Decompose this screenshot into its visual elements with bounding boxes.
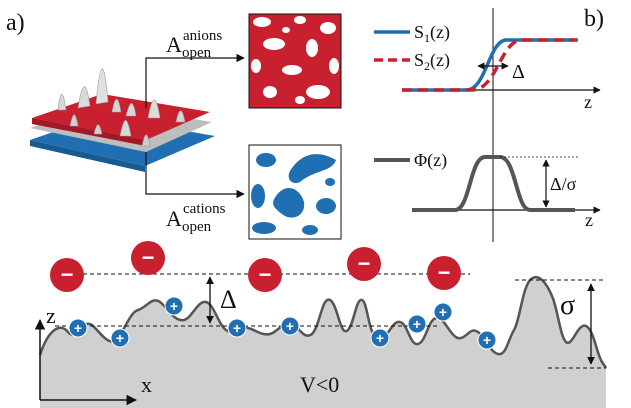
cations-label-base: A: [166, 206, 182, 231]
delta-label: Δ: [220, 285, 237, 314]
svg-text:−: −: [358, 251, 371, 276]
anions-label: A anions open: [166, 28, 222, 61]
cation: +: [110, 328, 130, 348]
svg-text:+: +: [413, 316, 421, 332]
sigma-label: σ: [560, 290, 575, 321]
top-plot-z-label: z: [584, 92, 592, 112]
svg-text:−: −: [259, 262, 272, 287]
s2-curve: [402, 38, 575, 92]
bottom-plot-z-label: z: [585, 210, 593, 230]
x-axis-label: x: [141, 372, 152, 397]
cation: +: [164, 296, 184, 316]
phi-curve: [412, 155, 575, 212]
z-axis-label: z: [46, 303, 56, 328]
surface-outline: [38, 275, 608, 369]
svg-text:+: +: [286, 318, 294, 334]
anion: −: [347, 247, 381, 281]
cation: +: [227, 318, 247, 338]
top-delta-label: Δ: [512, 61, 525, 83]
anion: −: [50, 258, 84, 292]
coordinate-axes: z x: [34, 303, 152, 406]
svg-text:+: +: [170, 298, 178, 314]
anion: −: [131, 241, 165, 275]
cation: +: [407, 314, 427, 334]
connector-lines: [145, 53, 245, 199]
rough-surface: [38, 275, 608, 408]
potential-label: V<0: [300, 372, 339, 397]
svg-text:−: −: [438, 260, 451, 285]
cations-label-sub: open: [182, 219, 212, 235]
svg-text:+: +: [233, 320, 241, 336]
legend-s2-label: S2(z): [414, 50, 450, 73]
anions-label-base: A: [166, 32, 182, 57]
cation: +: [68, 318, 88, 338]
anion: −: [427, 256, 461, 290]
order-parameter-plot: z Δ S1(z) S2(z): [374, 22, 601, 112]
svg-text:+: +: [74, 320, 82, 336]
panel-a-label: a): [6, 10, 25, 36]
anions-open-area-map: [248, 13, 342, 109]
cations-open-area-map: [248, 144, 342, 240]
svg-text:+: +: [116, 330, 124, 346]
surface-fill: [40, 277, 606, 408]
legend-phi-label: Φ(z): [414, 150, 447, 171]
anions-label-sub: open: [182, 45, 212, 61]
cations-label-sup: cations: [183, 201, 226, 217]
cations-label: A cations open: [166, 201, 226, 235]
phi-plot: z Δ/σ Φ(z): [374, 150, 601, 230]
svg-text:−: −: [142, 245, 155, 270]
anion: −: [248, 258, 282, 292]
delta-over-sigma-label: Δ/σ: [550, 174, 577, 194]
svg-text:+: +: [439, 304, 447, 320]
cation: +: [477, 330, 497, 350]
surface-3d-illustration: [30, 68, 215, 172]
panel-b-label: b): [584, 6, 604, 32]
cations: + + + + + + + + +: [68, 296, 497, 350]
cation: +: [280, 316, 300, 336]
reference-lines: [55, 273, 606, 369]
svg-text:+: +: [376, 330, 384, 346]
anions: − − − − −: [50, 241, 461, 292]
cation: +: [433, 302, 453, 322]
legend-s1-label: S1(z): [414, 22, 450, 45]
svg-text:+: +: [483, 332, 491, 348]
anions-label-sup: anions: [183, 28, 222, 44]
cation: +: [370, 328, 390, 348]
svg-text:−: −: [61, 262, 74, 287]
